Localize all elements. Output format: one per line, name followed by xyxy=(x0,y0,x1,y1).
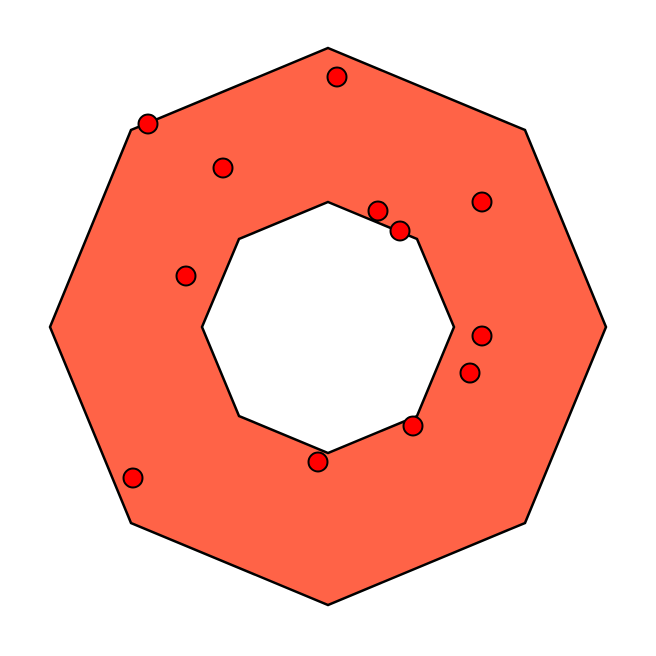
scatter-point xyxy=(402,415,424,437)
scatter-point xyxy=(175,265,197,287)
octagonal-ring xyxy=(48,46,608,607)
scatter-point xyxy=(471,325,493,347)
scatter-point xyxy=(212,157,234,179)
scatter-point xyxy=(122,467,144,489)
scatter-point xyxy=(389,220,411,242)
scatter-point xyxy=(471,191,493,213)
scatter-point xyxy=(459,362,481,384)
scatter-point xyxy=(137,113,159,135)
scatter-point xyxy=(307,451,329,473)
scatter-point xyxy=(367,200,389,222)
scatter-points xyxy=(122,66,493,489)
scatter-point xyxy=(326,66,348,88)
